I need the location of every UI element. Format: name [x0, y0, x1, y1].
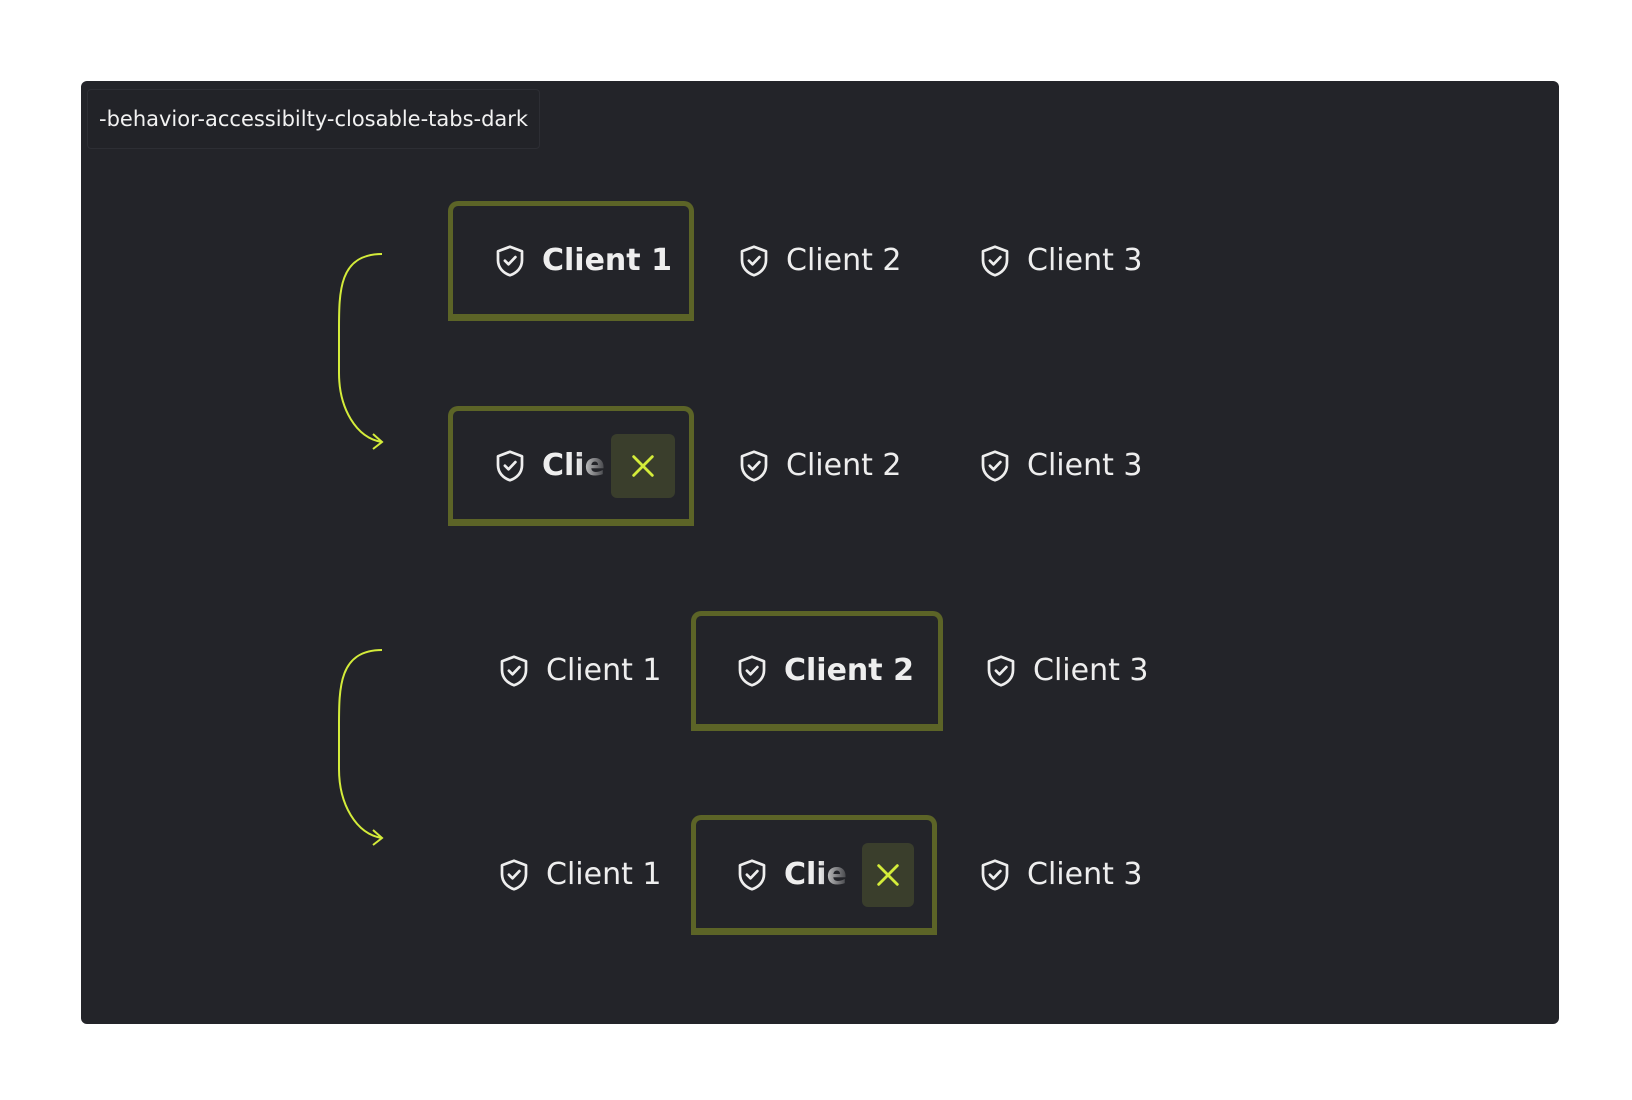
tab-label: Client 1	[542, 243, 672, 278]
close-tab-button[interactable]	[862, 843, 914, 907]
tab-label: Client 2	[784, 653, 914, 688]
shield-check-icon	[738, 655, 766, 687]
tab-label: Client 3	[1027, 243, 1143, 278]
tab-client-1[interactable]: Clie	[492, 432, 605, 500]
shield-check-icon	[500, 655, 528, 687]
shield-check-icon	[981, 245, 1009, 277]
focus-ring	[448, 201, 694, 321]
tab-label: Client 1	[546, 653, 662, 688]
tab-label: Client 3	[1033, 653, 1149, 688]
tab-label-truncated: Clie	[542, 451, 605, 481]
curved-arrow-icon	[337, 253, 384, 450]
tab-label: Client 2	[786, 243, 902, 278]
shield-check-icon	[981, 859, 1009, 891]
tab-client-2[interactable]: Clie	[734, 841, 847, 909]
tab-label: Client 2	[786, 448, 902, 483]
tab-label-truncated: Clie	[784, 860, 847, 890]
shield-check-icon	[740, 245, 768, 277]
tab-label: Client 1	[546, 857, 662, 892]
shield-check-icon	[496, 450, 524, 482]
tab-client-3[interactable]: Client 3	[977, 227, 1142, 295]
canvas-frame: -behavior-accessibilty-closable-tabs-dar…	[81, 81, 1559, 1024]
shield-check-icon	[740, 450, 768, 482]
tab-client-3[interactable]: Client 3	[983, 637, 1148, 705]
shield-check-icon	[500, 859, 528, 891]
shield-check-icon	[496, 245, 524, 277]
shield-check-icon	[987, 655, 1015, 687]
tab-label: Client 3	[1027, 448, 1143, 483]
tab-client-3[interactable]: Client 3	[977, 432, 1142, 500]
tab-client-2[interactable]: Client 2	[736, 227, 901, 295]
focus-ring	[691, 611, 943, 731]
shield-check-icon	[981, 450, 1009, 482]
close-icon	[877, 864, 899, 886]
close-icon	[632, 455, 654, 477]
focus-ring	[448, 406, 694, 526]
tab-client-1[interactable]: Client 1	[492, 227, 672, 295]
tab-client-2[interactable]: Client 2	[736, 432, 901, 500]
focus-ring	[691, 815, 937, 935]
curved-arrow-icon	[337, 649, 384, 846]
tab-label: Client 3	[1027, 857, 1143, 892]
tab-client-2[interactable]: Client 2	[734, 637, 914, 705]
shield-check-icon	[738, 859, 766, 891]
tab-client-1[interactable]: Client 1	[496, 841, 661, 909]
tab-client-1[interactable]: Client 1	[496, 637, 661, 705]
tab-client-3[interactable]: Client 3	[977, 841, 1142, 909]
frame-label: -behavior-accessibilty-closable-tabs-dar…	[87, 89, 541, 149]
close-tab-button[interactable]	[611, 434, 675, 498]
